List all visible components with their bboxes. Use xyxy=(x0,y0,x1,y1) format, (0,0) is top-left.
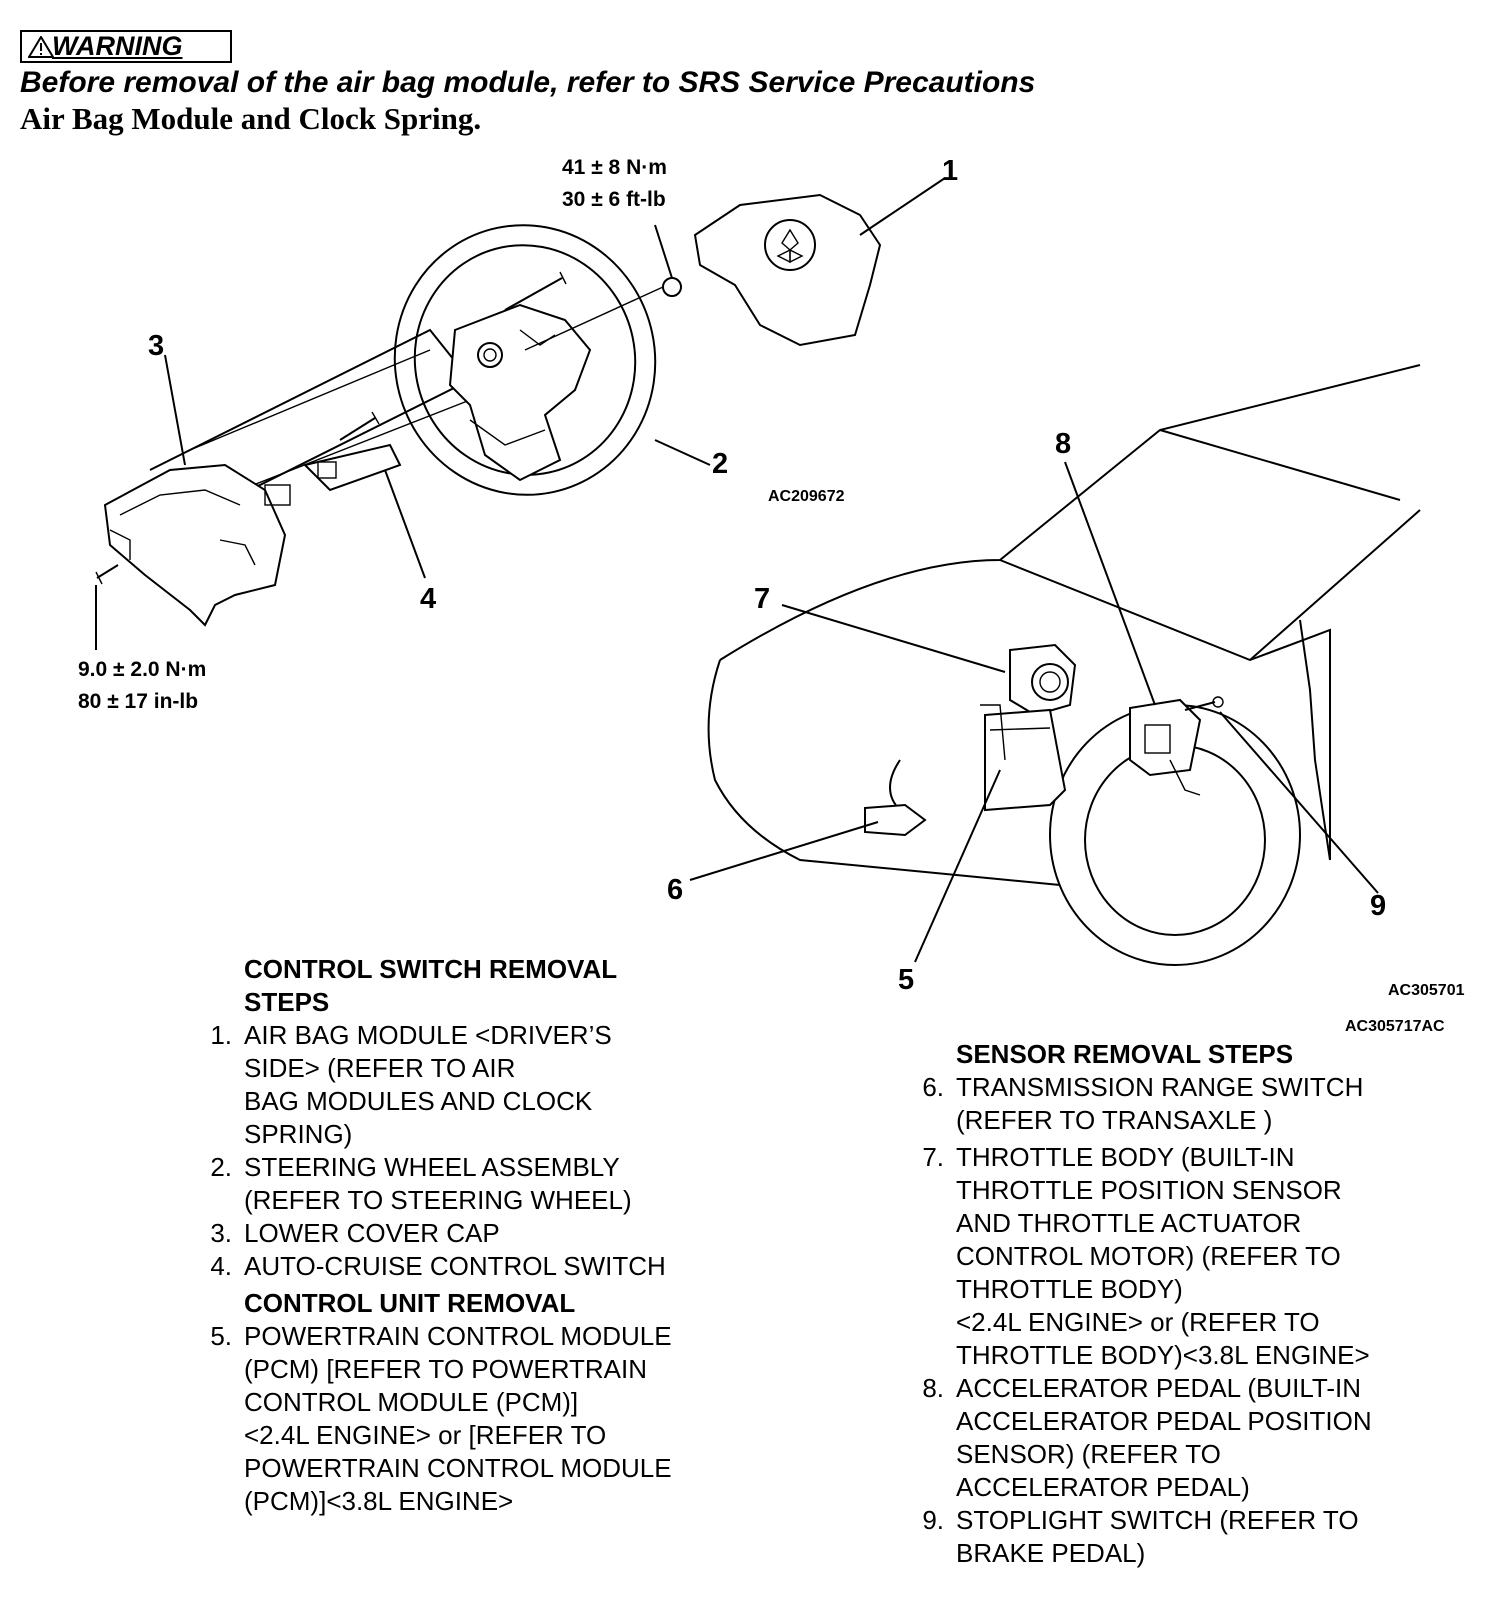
air-bag-module xyxy=(693,193,882,347)
stoplight-switch xyxy=(1184,696,1224,711)
warning-text: Before removal of the air bag module, re… xyxy=(20,66,1036,99)
step-number: 3. xyxy=(210,1218,232,1248)
list-item: 3. LOWER COVER CAP xyxy=(192,1217,752,1250)
step-number: 8. xyxy=(922,1373,944,1403)
step-number: 9. xyxy=(922,1505,944,1535)
torque-spec-nut: 41 ± 8 N·m 30 ± 6 ft-lb xyxy=(562,152,667,216)
step-text: THROTTLE BODY (BUILT-IN THROTTLE POSITIO… xyxy=(956,1142,1370,1370)
step-number: 4. xyxy=(210,1251,232,1281)
step-number: 6. xyxy=(922,1072,944,1102)
screw xyxy=(95,564,119,585)
sensor-heading-row: SENSOR REMOVAL STEPS xyxy=(904,1038,1474,1071)
step-number: 5. xyxy=(210,1321,232,1351)
list-item: 9. STOPLIGHT SWITCH (REFER TO BRAKE PEDA… xyxy=(904,1504,1474,1570)
step-text: LOWER COVER CAP xyxy=(244,1218,500,1248)
step-number: 1. xyxy=(210,1020,232,1050)
list-item: 7. THROTTLE BODY (BUILT-IN THROTTLE POSI… xyxy=(904,1141,1474,1372)
callout-5: 5 xyxy=(898,964,915,996)
sensor-steps: SENSOR REMOVAL STEPS 6. TRANSMISSION RAN… xyxy=(904,1038,1474,1570)
callout-6: 6 xyxy=(667,874,684,906)
transmission-range-switch xyxy=(864,803,927,837)
list-item: 6. TRANSMISSION RANGE SWITCH (REFER TO T… xyxy=(904,1071,1474,1137)
step-text: POWERTRAIN CONTROL MODULE (PCM) [REFER T… xyxy=(244,1321,672,1516)
step-text: ACCELERATOR PEDAL (BUILT-IN ACCELERATOR … xyxy=(956,1373,1372,1502)
step-text: AUTO-CRUISE CONTROL SWITCH xyxy=(244,1251,666,1281)
steering-column xyxy=(149,328,472,521)
figure-code-vehicle: AC305701 xyxy=(1388,982,1465,999)
list-item: 4. AUTO-CRUISE CONTROL SWITCH xyxy=(192,1250,752,1283)
torque-spec-screw: 9.0 ± 2.0 N·m 80 ± 17 in-lb xyxy=(78,654,206,718)
callout-3: 3 xyxy=(148,330,165,362)
accelerator-pedal xyxy=(1129,698,1202,796)
steering-wheel xyxy=(393,224,657,496)
lower-cover-cap xyxy=(103,463,291,627)
step-number: 7. xyxy=(922,1142,944,1172)
torque-nut-metric: 41 ± 8 N·m xyxy=(562,156,667,179)
sensor-heading: SENSOR REMOVAL STEPS xyxy=(956,1039,1294,1069)
figure-code-sheet: AC305717AC xyxy=(1345,1018,1445,1035)
torque-screw-imperial: 80 ± 17 in-lb xyxy=(78,690,199,713)
list-item: 1. AIR BAG MODULE <DRIVER’S SIDE> (REFER… xyxy=(192,1019,752,1151)
leader-lines xyxy=(95,177,1379,963)
step-number: 2. xyxy=(210,1152,232,1182)
step-text: AIR BAG MODULE <DRIVER’S SIDE> (REFER TO… xyxy=(244,1020,612,1149)
step-text: STOPLIGHT SWITCH (REFER TO BRAKE PEDAL) xyxy=(956,1505,1359,1568)
callout-8: 8 xyxy=(1055,428,1072,460)
powertrain-control-module xyxy=(980,704,1067,812)
control-switch-steps: CONTROL SWITCH REMOVAL STEPS 1. AIR BAG … xyxy=(192,953,752,1518)
section-title: Air Bag Module and Clock Spring. xyxy=(20,101,482,136)
callout-7: 7 xyxy=(754,583,771,615)
control-switch-heading: CONTROL SWITCH REMOVAL STEPS xyxy=(244,954,618,1017)
warning-triangle-icon xyxy=(28,36,54,58)
callout-4: 4 xyxy=(420,583,437,615)
warning-label: WARNING xyxy=(52,31,183,61)
control-switch-heading-row: CONTROL SWITCH REMOVAL STEPS xyxy=(192,953,752,1019)
list-item: 5. POWERTRAIN CONTROL MODULE (PCM) [REFE… xyxy=(192,1320,752,1518)
control-unit-heading: CONTROL UNIT REMOVAL xyxy=(244,1288,576,1318)
wheel-bolts xyxy=(339,271,567,441)
callout-2: 2 xyxy=(712,448,729,480)
auto-cruise-switch xyxy=(303,443,402,492)
callout-1: 1 xyxy=(942,155,959,187)
list-item: 2. STEERING WHEEL ASSEMBLY (REFER TO STE… xyxy=(192,1151,752,1217)
list-item: 8. ACCELERATOR PEDAL (BUILT-IN ACCELERAT… xyxy=(904,1372,1474,1504)
throttle-body xyxy=(1009,643,1077,717)
step-text: TRANSMISSION RANGE SWITCH (REFER TO TRAN… xyxy=(956,1072,1364,1135)
torque-screw-metric: 9.0 ± 2.0 N·m xyxy=(78,658,207,681)
step-text: STEERING WHEEL ASSEMBLY (REFER TO STEERI… xyxy=(244,1152,632,1215)
figure-code-steering: AC209672 xyxy=(768,488,845,505)
callout-9: 9 xyxy=(1370,890,1387,922)
torque-nut-imperial: 30 ± 6 ft-lb xyxy=(562,188,666,211)
warning-box xyxy=(20,30,232,63)
control-unit-heading-row: CONTROL UNIT REMOVAL xyxy=(192,1287,752,1320)
